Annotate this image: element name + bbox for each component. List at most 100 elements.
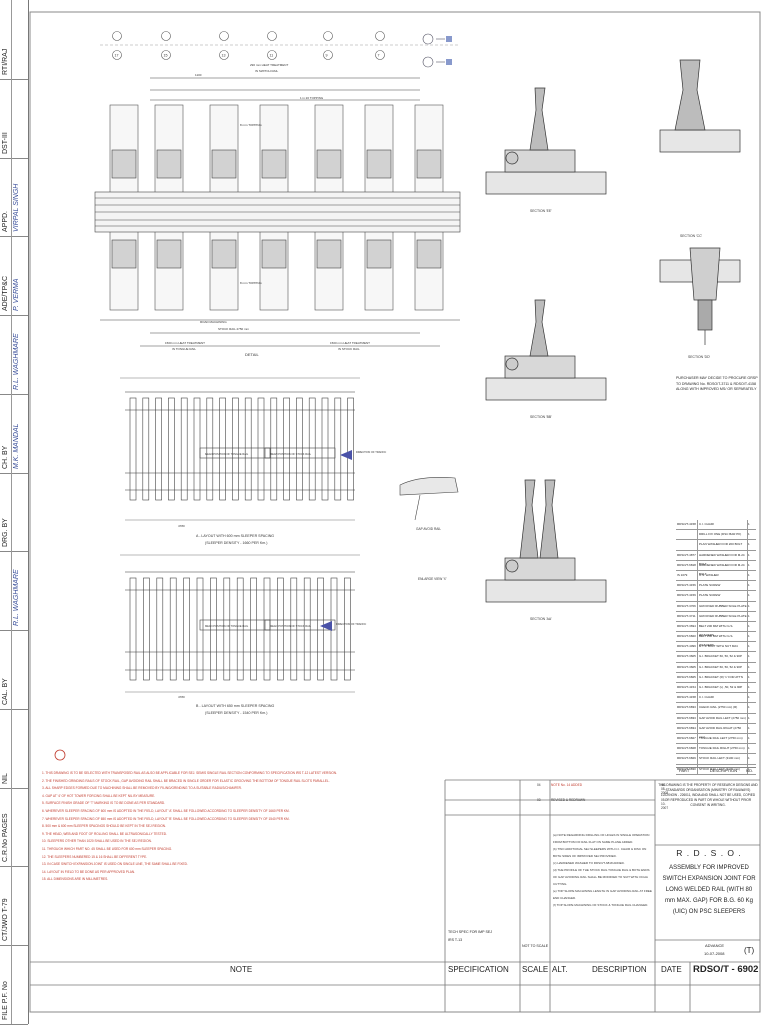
signature-cell-label-box (2, 630, 12, 709)
parts-header: PART DESCRIPTION NO. (676, 767, 756, 773)
tie (236, 577, 244, 681)
parts-head-no: NO. (746, 768, 754, 773)
tie (193, 397, 201, 501)
signature-cell: APPD.VIRPAL SINGH (0, 157, 28, 238)
gap-label: GAP AVOID RAIL (416, 527, 441, 531)
revision-alt: 04 (537, 783, 541, 787)
section-aa-drawing (485, 479, 607, 603)
parts-row: DRILL FIX ONE (DSC BAR PK)1 (676, 530, 756, 541)
parts-head-part: PART (679, 768, 690, 773)
detail-caption: DETAIL (245, 352, 259, 357)
layout-a-label-1: MEAN POSITION OF TONGUE RAIL (205, 452, 249, 456)
direction-arrow-a (340, 450, 352, 460)
spec-tech: TECH SPEC FOR IMP SEJ (448, 930, 493, 934)
parts-cell: G.I. BRACKET 60, 50, 52 & 90P (699, 654, 742, 659)
detail-gap-2: 8 mm TOPPING (240, 281, 262, 285)
parts-cell: 1 (747, 693, 756, 703)
grid-mark-label: 17 (115, 54, 119, 58)
chair-plate (111, 239, 137, 269)
chair-plate (211, 239, 237, 269)
parts-cell: HARDENED WASHER FOR M-24 BOLT (699, 552, 745, 566)
tie (142, 397, 150, 501)
footer-scale: SCALE (522, 965, 549, 974)
drawing-title: ASSEMBLY FOR IMPROVED SWITCH EXPANSION J… (662, 865, 756, 915)
grid-mark-label: 13 (222, 54, 226, 58)
grid-mark-circle (267, 31, 277, 41)
signature-cell-label-box (2, 551, 12, 631)
parts-cell: RDSO/T-4156 (676, 581, 698, 591)
parts-cell: 1 (747, 662, 756, 672)
footer-spec: SPECIFICATION (448, 965, 509, 974)
parts-cell: C.I. CHAIR (699, 695, 714, 700)
layout-b-label-1: MEAN POSITION OF TONGUE RAIL (205, 624, 249, 628)
grid-mark-label: 7 (378, 54, 380, 58)
section-bb-drawing (485, 299, 607, 401)
note-item: 12. THE SLEEPERS NUMBERED 15 & 16 SHALL … (42, 854, 148, 859)
signature-cell-label-box (2, 708, 12, 788)
parts-cell: STOCK RAIL LEFT (3100 mm) (699, 766, 741, 771)
grid-mark-circle (112, 31, 122, 41)
revision-marker (54, 749, 66, 761)
tie (317, 577, 324, 681)
parts-cell: 1 (747, 703, 756, 713)
revision-note: (f) TOP SLOPE MACHINING OF STOCK & TONGU… (553, 903, 649, 907)
parts-cell: RDSO/T-3605 (676, 652, 698, 662)
parts-cell: 1 (747, 601, 756, 611)
grid-mark-circle (161, 50, 171, 60)
parts-cell: PLAN WASHER FOR 200 BOLT (699, 542, 743, 547)
chair-plate (261, 239, 287, 269)
tie (347, 397, 354, 501)
parts-cell: 1 (747, 764, 756, 774)
parts-cell: RDSO/T-4159 (676, 591, 698, 601)
layout-a-label-2: MEAN POSITION OF STOCK RAIL (270, 452, 312, 456)
purchaser-note: PURCHASER MAY DECIDE TO PROCURE GRSP TO … (676, 376, 758, 393)
parts-cell: G.I. BRACKET (L) ,50, 52 & 90P (699, 685, 743, 689)
footer-desc: DESCRIPTION (592, 965, 647, 974)
chair-plate (416, 239, 442, 269)
parts-cell: 1 (747, 520, 756, 530)
parts-cell: GROOVED RUBBER SOLE PLATE (699, 613, 747, 618)
section-ee-drawing (485, 87, 607, 195)
layout-a-dim: 4780 (178, 524, 185, 528)
signature-cell: RTI/RAJ (0, 0, 28, 80)
parts-cell: CHECK RAIL (2750 mm) (R) (699, 705, 738, 710)
tie (210, 577, 217, 681)
signature-cell-label-box (2, 472, 12, 552)
detail-dim-1: 290 mm HEAT TREATMENT (250, 63, 288, 67)
parts-cell: PLATE SCREW (699, 583, 721, 588)
parts-cell: RDSO/T-6834 (676, 723, 698, 733)
detail-dim-3: 1100 (195, 73, 202, 77)
tie (250, 577, 257, 681)
chair-plate (156, 149, 182, 179)
parts-cell (676, 530, 698, 540)
parts-cell: 1 (747, 560, 756, 570)
spec-irs: IRS T-13 (448, 938, 463, 942)
grid-mark-label: 15 (164, 54, 168, 58)
signature-cell: DST-III (0, 78, 28, 159)
direction-arrow-b (320, 621, 332, 631)
tie (180, 397, 188, 501)
signature-cell-label-box (2, 236, 12, 316)
tie (206, 397, 214, 501)
signature-cell: C.R.No PAGES (0, 787, 28, 868)
parts-cell: 1 (747, 672, 756, 682)
signature-cell-label-box (2, 866, 12, 946)
parts-cell: IS 1079 (676, 570, 698, 581)
parts-head-desc: DESCRIPTION (709, 768, 738, 773)
revision-note: (c) HARDENED WASHER TO RDSO/T-6818 ADDED… (553, 861, 625, 865)
tie (155, 397, 162, 501)
section-bb-caption: SECTION 'BB' (530, 415, 552, 419)
chair-plate (316, 239, 342, 269)
layout-b-caption: B - LAYOUT WITH 650 mm SLEEPER SPACING (196, 704, 274, 708)
parts-cell: GAP AVOID RAIL LEFT (2750 mm) (699, 715, 746, 720)
